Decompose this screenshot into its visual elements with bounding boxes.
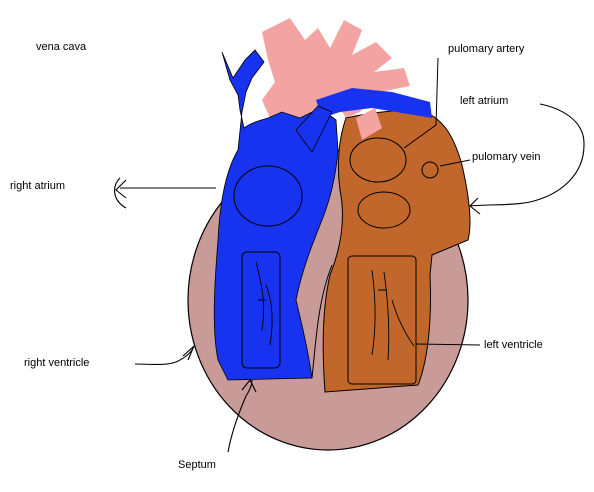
label-right-atrium: right atrium bbox=[10, 181, 65, 192]
label-right-ventricle: right ventricle bbox=[24, 358, 89, 369]
label-pulmonary-vein: pulomary vein bbox=[472, 152, 540, 163]
label-left-atrium: left atrium bbox=[460, 96, 508, 107]
label-vena-cava: vena cava bbox=[36, 42, 86, 53]
right-atrium-arrow bbox=[116, 180, 216, 198]
label-septum: Septum bbox=[178, 460, 216, 471]
label-left-ventricle: left ventricle bbox=[484, 340, 543, 351]
right-ventricle-arrow bbox=[135, 346, 194, 365]
label-pulmonary-artery: pulomary artery bbox=[448, 44, 524, 55]
